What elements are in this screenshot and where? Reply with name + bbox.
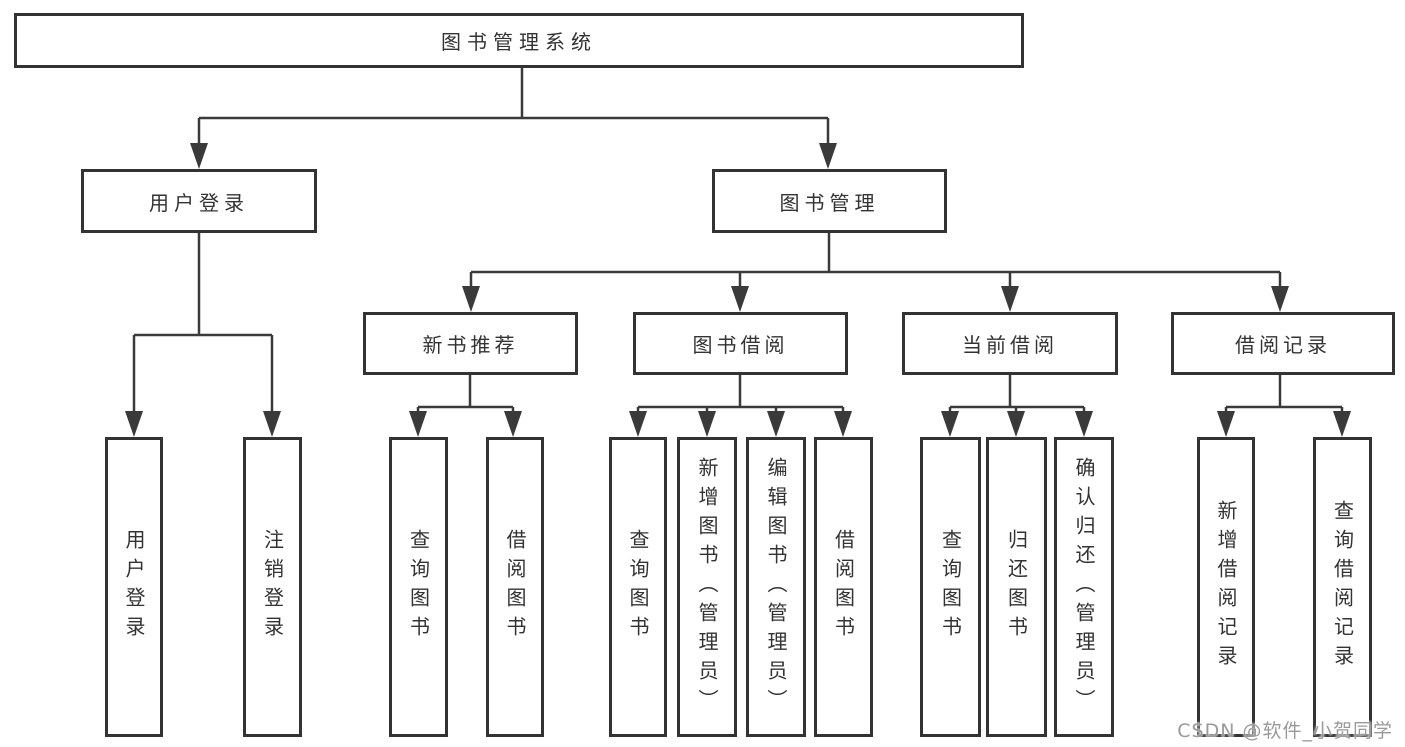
node-user-login: 用户登录 (81, 169, 317, 233)
leaf-logout: 注销登录 (243, 437, 302, 737)
arrowhead-icon (941, 411, 959, 437)
leaf-query-books-recommend: 查询图书 (389, 437, 448, 737)
arrowhead-icon (1075, 411, 1093, 437)
leaf-add-borrow-record: 新增借阅记录 (1197, 437, 1255, 737)
arrowhead-icon (731, 286, 749, 312)
arrowhead-icon (698, 411, 716, 437)
connector-root-to-level2 (197, 68, 830, 148)
watermark: CSDN @软件_小贺同学 (1177, 720, 1393, 742)
node-borrow-records: 借阅记录 (1171, 312, 1395, 375)
leaf-user-login: 用户登录 (105, 437, 163, 737)
arrowhead-icon (819, 143, 837, 169)
node-new-book-recommend: 新书推荐 (363, 312, 578, 375)
leaf-return-books: 归还图书 (986, 437, 1047, 737)
arrowhead-icon (1217, 411, 1235, 437)
arrowhead-icon (1007, 411, 1025, 437)
arrowhead-icon (834, 411, 852, 437)
node-root: 图书管理系统 (14, 13, 1024, 68)
arrowhead-icon (125, 411, 143, 437)
arrowhead-icon (263, 411, 281, 437)
arrowhead-icon (1271, 286, 1289, 312)
connector-book-management-children (469, 233, 1282, 291)
node-current-borrow: 当前借阅 (902, 312, 1118, 375)
arrowhead-icon (409, 411, 427, 437)
arrowhead-icon (504, 411, 522, 437)
leaf-query-borrow-record: 查询借阅记录 (1313, 437, 1372, 737)
node-book-borrow: 图书借阅 (633, 312, 848, 375)
connector-current-borrow-children (948, 375, 1086, 416)
arrowhead-icon (1333, 411, 1351, 437)
arrowhead-icon (462, 286, 480, 312)
leaf-edit-books-admin: 编辑图书（管理员） (746, 437, 806, 737)
leaf-confirm-return-admin: 确认归还（管理员） (1054, 437, 1114, 737)
arrowhead-icon (1001, 286, 1019, 312)
connector-user-login-children (132, 233, 274, 416)
arrowhead-icon (190, 143, 208, 169)
arrowheads (125, 143, 1351, 437)
arrowhead-icon (767, 411, 785, 437)
node-book-management: 图书管理 (712, 169, 947, 233)
connector-borrow-records-children (1224, 375, 1344, 416)
arrowhead-icon (629, 411, 647, 437)
leaf-borrow-books-recommend: 借阅图书 (486, 437, 544, 737)
leaf-query-books-borrow: 查询图书 (609, 437, 667, 737)
connector-book-borrow-children (636, 375, 845, 416)
connector-new-book-recommend-children (416, 375, 515, 416)
leaf-query-books-current: 查询图书 (920, 437, 981, 737)
leaf-borrow-books: 借阅图书 (814, 437, 873, 737)
leaf-add-books-admin: 新增图书（管理员） (677, 437, 737, 737)
